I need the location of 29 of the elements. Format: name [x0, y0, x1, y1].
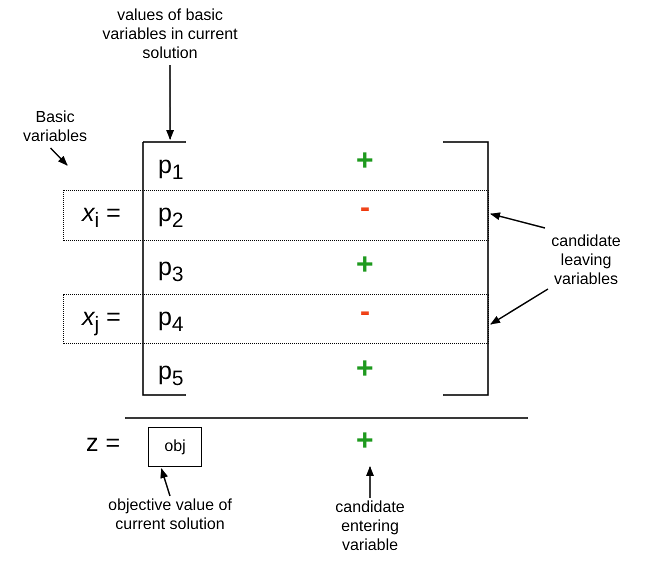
annotation-text: Basic variables	[10, 108, 100, 146]
variable-label: x$_{j}$ =	[82, 302, 121, 338]
equation-label: z =	[86, 428, 120, 458]
value-label: p$_{1}$	[158, 150, 184, 186]
leader-arrow	[160, 468, 171, 496]
plus-sign: +	[356, 354, 374, 384]
value-label: p$_{4}$	[158, 302, 184, 338]
dotted-row-box	[63, 190, 489, 241]
annotation-text: values of basic variables in current solution	[90, 6, 250, 63]
minus-sign: -	[360, 297, 370, 327]
minus-sign: -	[360, 193, 370, 223]
value-box: obj	[148, 427, 202, 467]
value-label: p$_{5}$	[158, 356, 184, 392]
leader-arrow	[366, 466, 374, 498]
leader-arrow	[490, 212, 546, 229]
leader-arrow	[166, 65, 174, 140]
leader-arrow	[490, 288, 548, 325]
annotation-text: candidate leaving variables	[530, 232, 642, 289]
plus-sign: +	[356, 250, 374, 280]
plus-sign: +	[356, 146, 374, 176]
leader-arrow	[50, 147, 68, 166]
dotted-row-box	[63, 294, 489, 344]
annotation-text: candidate entering variable	[318, 498, 422, 555]
plus-sign: +	[356, 426, 374, 456]
annotation-text: objective value of current solution	[96, 496, 244, 534]
bracket-tick	[143, 141, 186, 143]
variable-label: x$_{i}$ =	[82, 198, 121, 234]
value-label: p$_{3}$	[158, 252, 184, 288]
value-label: p$_{2}$	[158, 198, 184, 234]
